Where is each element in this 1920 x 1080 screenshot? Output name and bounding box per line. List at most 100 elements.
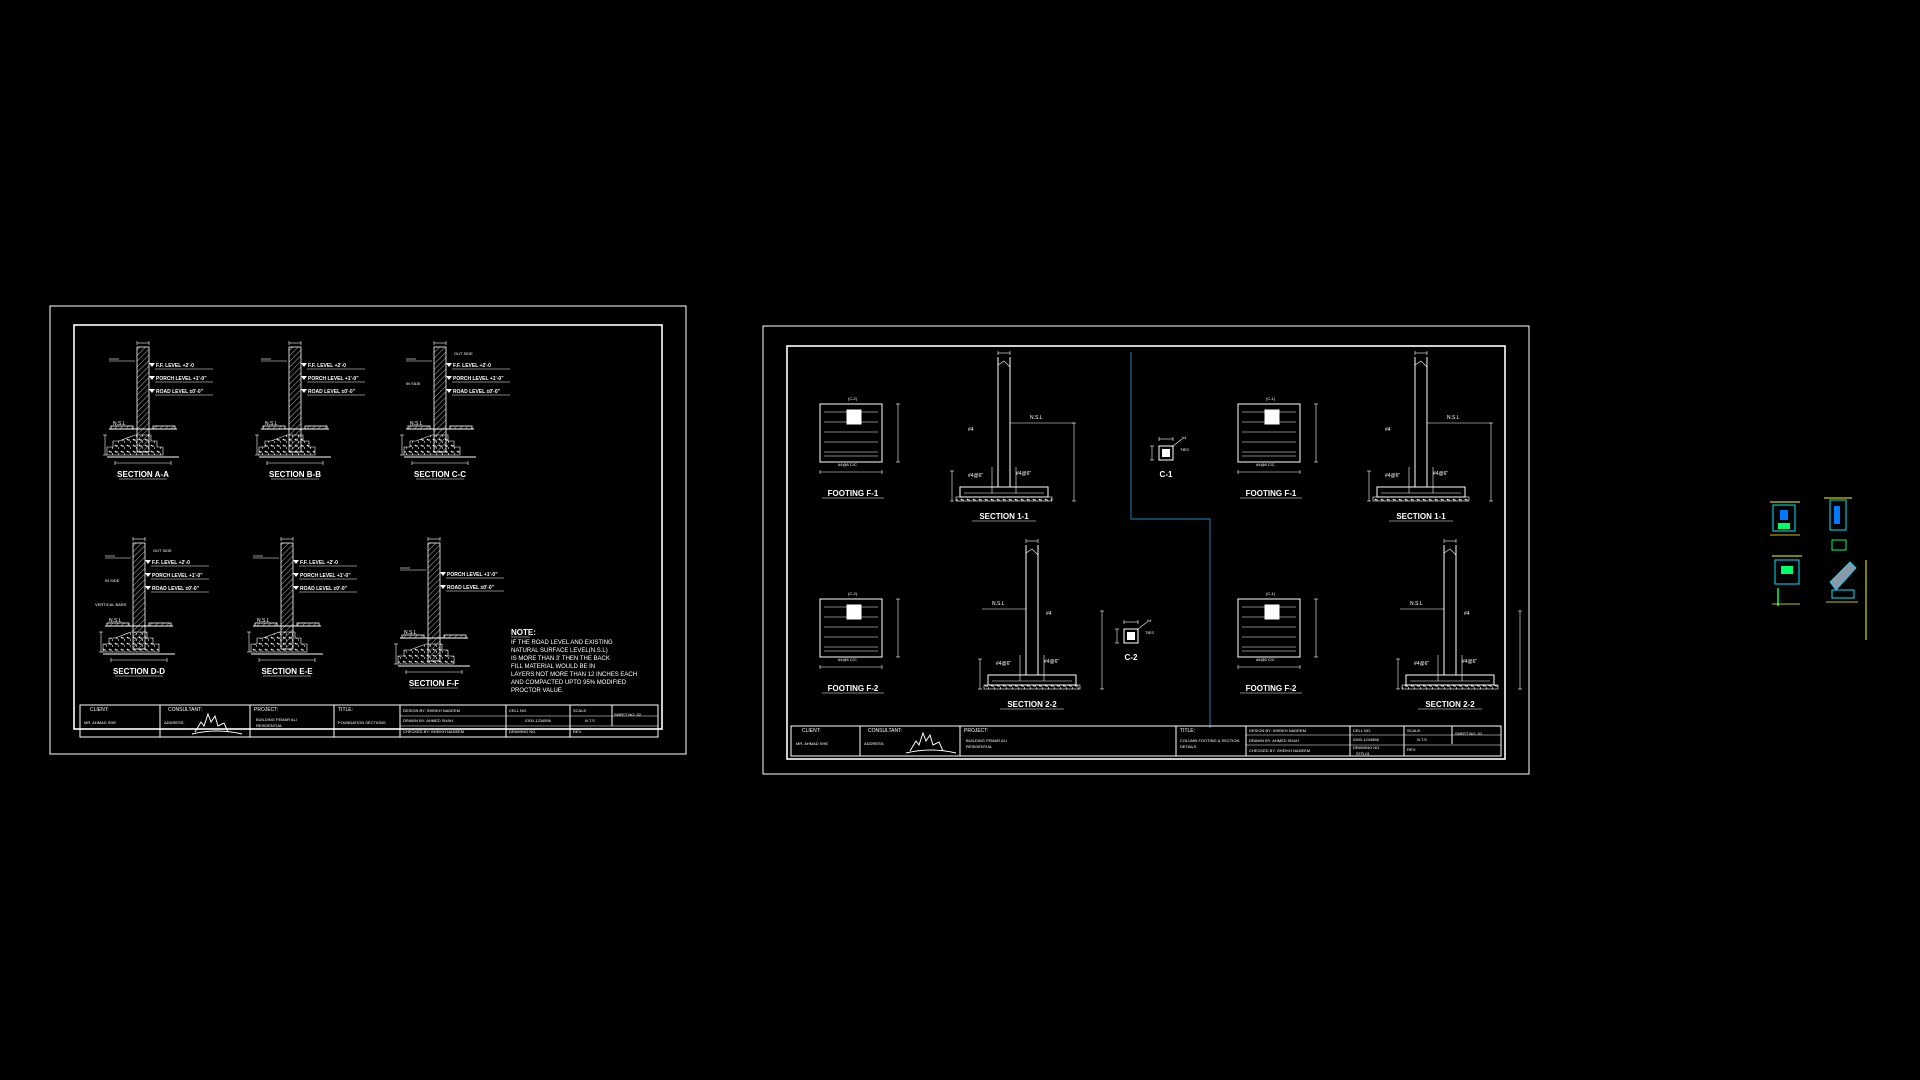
drawn-by: DRAWN BY: AHMED SHAH	[403, 718, 453, 723]
stepped-footing	[258, 434, 316, 456]
rev-label: REV:	[1407, 747, 1416, 752]
nsl-label: N.S.L	[410, 421, 423, 427]
nsl-label: N.S.L	[1447, 415, 1460, 421]
column-section[interactable]: N.S.L#4#4@6"#4@6"SECTION 2-2	[978, 539, 1104, 710]
section-title: SECTION 1-1	[1396, 512, 1446, 521]
column-section[interactable]: N.S.L#4#4@6"#4@6"SECTION 2-2	[1396, 539, 1522, 710]
stepped-footing	[102, 631, 160, 653]
break-line	[1025, 548, 1039, 556]
sheet1-outer-border	[49, 305, 687, 755]
level-marker	[149, 376, 155, 380]
section-title: SECTION A-A	[117, 470, 169, 479]
nsl-label: N.S.L	[992, 601, 1005, 607]
stepped-footing	[106, 434, 164, 456]
section-title: SECTION F-F	[409, 679, 459, 688]
level-label: ROAD LEVEL ±0'-0"	[300, 586, 348, 592]
rebar-label: #4	[1046, 611, 1052, 617]
level-marker	[440, 572, 446, 576]
ground-hatch	[262, 425, 286, 430]
rebar-label: #4@6"	[1385, 473, 1400, 479]
level-marker	[149, 389, 155, 393]
footing-title: FOOTING F-2	[1246, 684, 1297, 693]
column-stem	[997, 357, 1011, 487]
checked-by: CHECKED BY: SHEIKH NADEEM	[403, 729, 464, 734]
sheet-no: SHEET NO. 02	[614, 712, 642, 717]
section-title: SECTION 2-2	[1007, 700, 1057, 709]
ground-hatch	[407, 425, 431, 430]
rebar-spec: #4@6 C/C	[1256, 462, 1275, 467]
column-section[interactable]: N.S.L#4#4@6"#4@6"SECTION 1-1	[1367, 351, 1493, 522]
nsl-label: N.S.L	[1030, 415, 1043, 421]
column-core	[1162, 449, 1170, 457]
section-title: SECTION 2-2	[1425, 700, 1475, 709]
section-title: SECTION E-E	[261, 667, 313, 676]
column-block	[846, 409, 862, 425]
nsl-label: N.S.L	[265, 421, 278, 427]
scale-value: N.T.S	[1417, 737, 1427, 742]
leader-line	[1171, 438, 1183, 448]
column-core	[1127, 632, 1135, 640]
rebar-spec: #4@6 C/C	[1256, 657, 1275, 662]
level-label: ROAD LEVEL ±0'-0"	[308, 389, 356, 395]
ground-hatch	[304, 425, 328, 430]
title-value-line2: DETAILS	[1180, 744, 1197, 749]
column-section[interactable]: N.S.L#4#4@6"#4@6"SECTION 1-1	[950, 351, 1076, 522]
section-title: SECTION D-D	[113, 667, 165, 676]
rebar-label: #4	[1182, 435, 1187, 440]
sheet1-title-block: CLIENT: MR. AHMAD SHE CONSULTANT: ADDRES…	[79, 704, 659, 738]
project-value: BUILDING FEMAR ALI	[256, 717, 297, 722]
consultant-header: CONSULTANT:	[168, 707, 202, 713]
title-header: TITLE:	[1180, 728, 1195, 734]
nsl-label: N.S.L	[109, 618, 122, 624]
checked-by: CHECKED BY: SHEIKH NADEEM	[1249, 748, 1310, 753]
level-label: ROAD LEVEL ±0'-0"	[453, 389, 501, 395]
footing-base	[955, 496, 1053, 502]
footing-outline	[819, 598, 883, 658]
sheet2-title-block: CLIENT: MR. AHMAD SHE CONSULTANT: ADDRES…	[790, 725, 1502, 757]
ground-hatch	[148, 622, 172, 627]
column-title: C-1	[1160, 470, 1173, 479]
section-title: SECTION B-B	[269, 470, 321, 479]
project-header: PROJECT:	[254, 707, 278, 713]
colored-detail-c	[1772, 555, 1802, 606]
footing-base	[1372, 496, 1470, 502]
note-line: AND COMPACTED UPTO 95% MODIFIED	[511, 680, 627, 686]
level-label: PORCH LEVEL +1'-0"	[156, 376, 207, 382]
ground-hatch	[401, 634, 425, 639]
outside-label: OUT SIDE	[454, 351, 473, 356]
scale-value: N.T.S	[585, 718, 595, 723]
address-label: ADDRESS:	[164, 720, 184, 725]
section-title: SECTION 1-1	[979, 512, 1029, 521]
level-marker	[301, 363, 307, 367]
level-marker	[145, 560, 151, 564]
ground-hatch	[296, 622, 320, 627]
drawing-no-label: DRAWING NO.	[1353, 745, 1380, 750]
colored-detail-cluster[interactable]	[1770, 497, 1867, 640]
stepped-footing	[397, 643, 455, 665]
sheet2-inner-border	[786, 345, 1506, 760]
ground-hatch	[254, 622, 278, 627]
level-marker	[145, 586, 151, 590]
wall-section[interactable]: PORCH LEVEL +1'-0"ROAD LEVEL ±0'-0"N.S.L…	[394, 537, 504, 689]
sheet2-outer-border	[762, 325, 1530, 775]
footing-outline	[1237, 598, 1301, 658]
scale-label: SCALE:	[573, 708, 587, 713]
cell-label: CELL NO.	[509, 708, 527, 713]
colored-detail-a	[1770, 501, 1800, 536]
column-tag: (C-2)	[848, 591, 858, 596]
consultant-header: CONSULTANT:	[868, 728, 902, 734]
